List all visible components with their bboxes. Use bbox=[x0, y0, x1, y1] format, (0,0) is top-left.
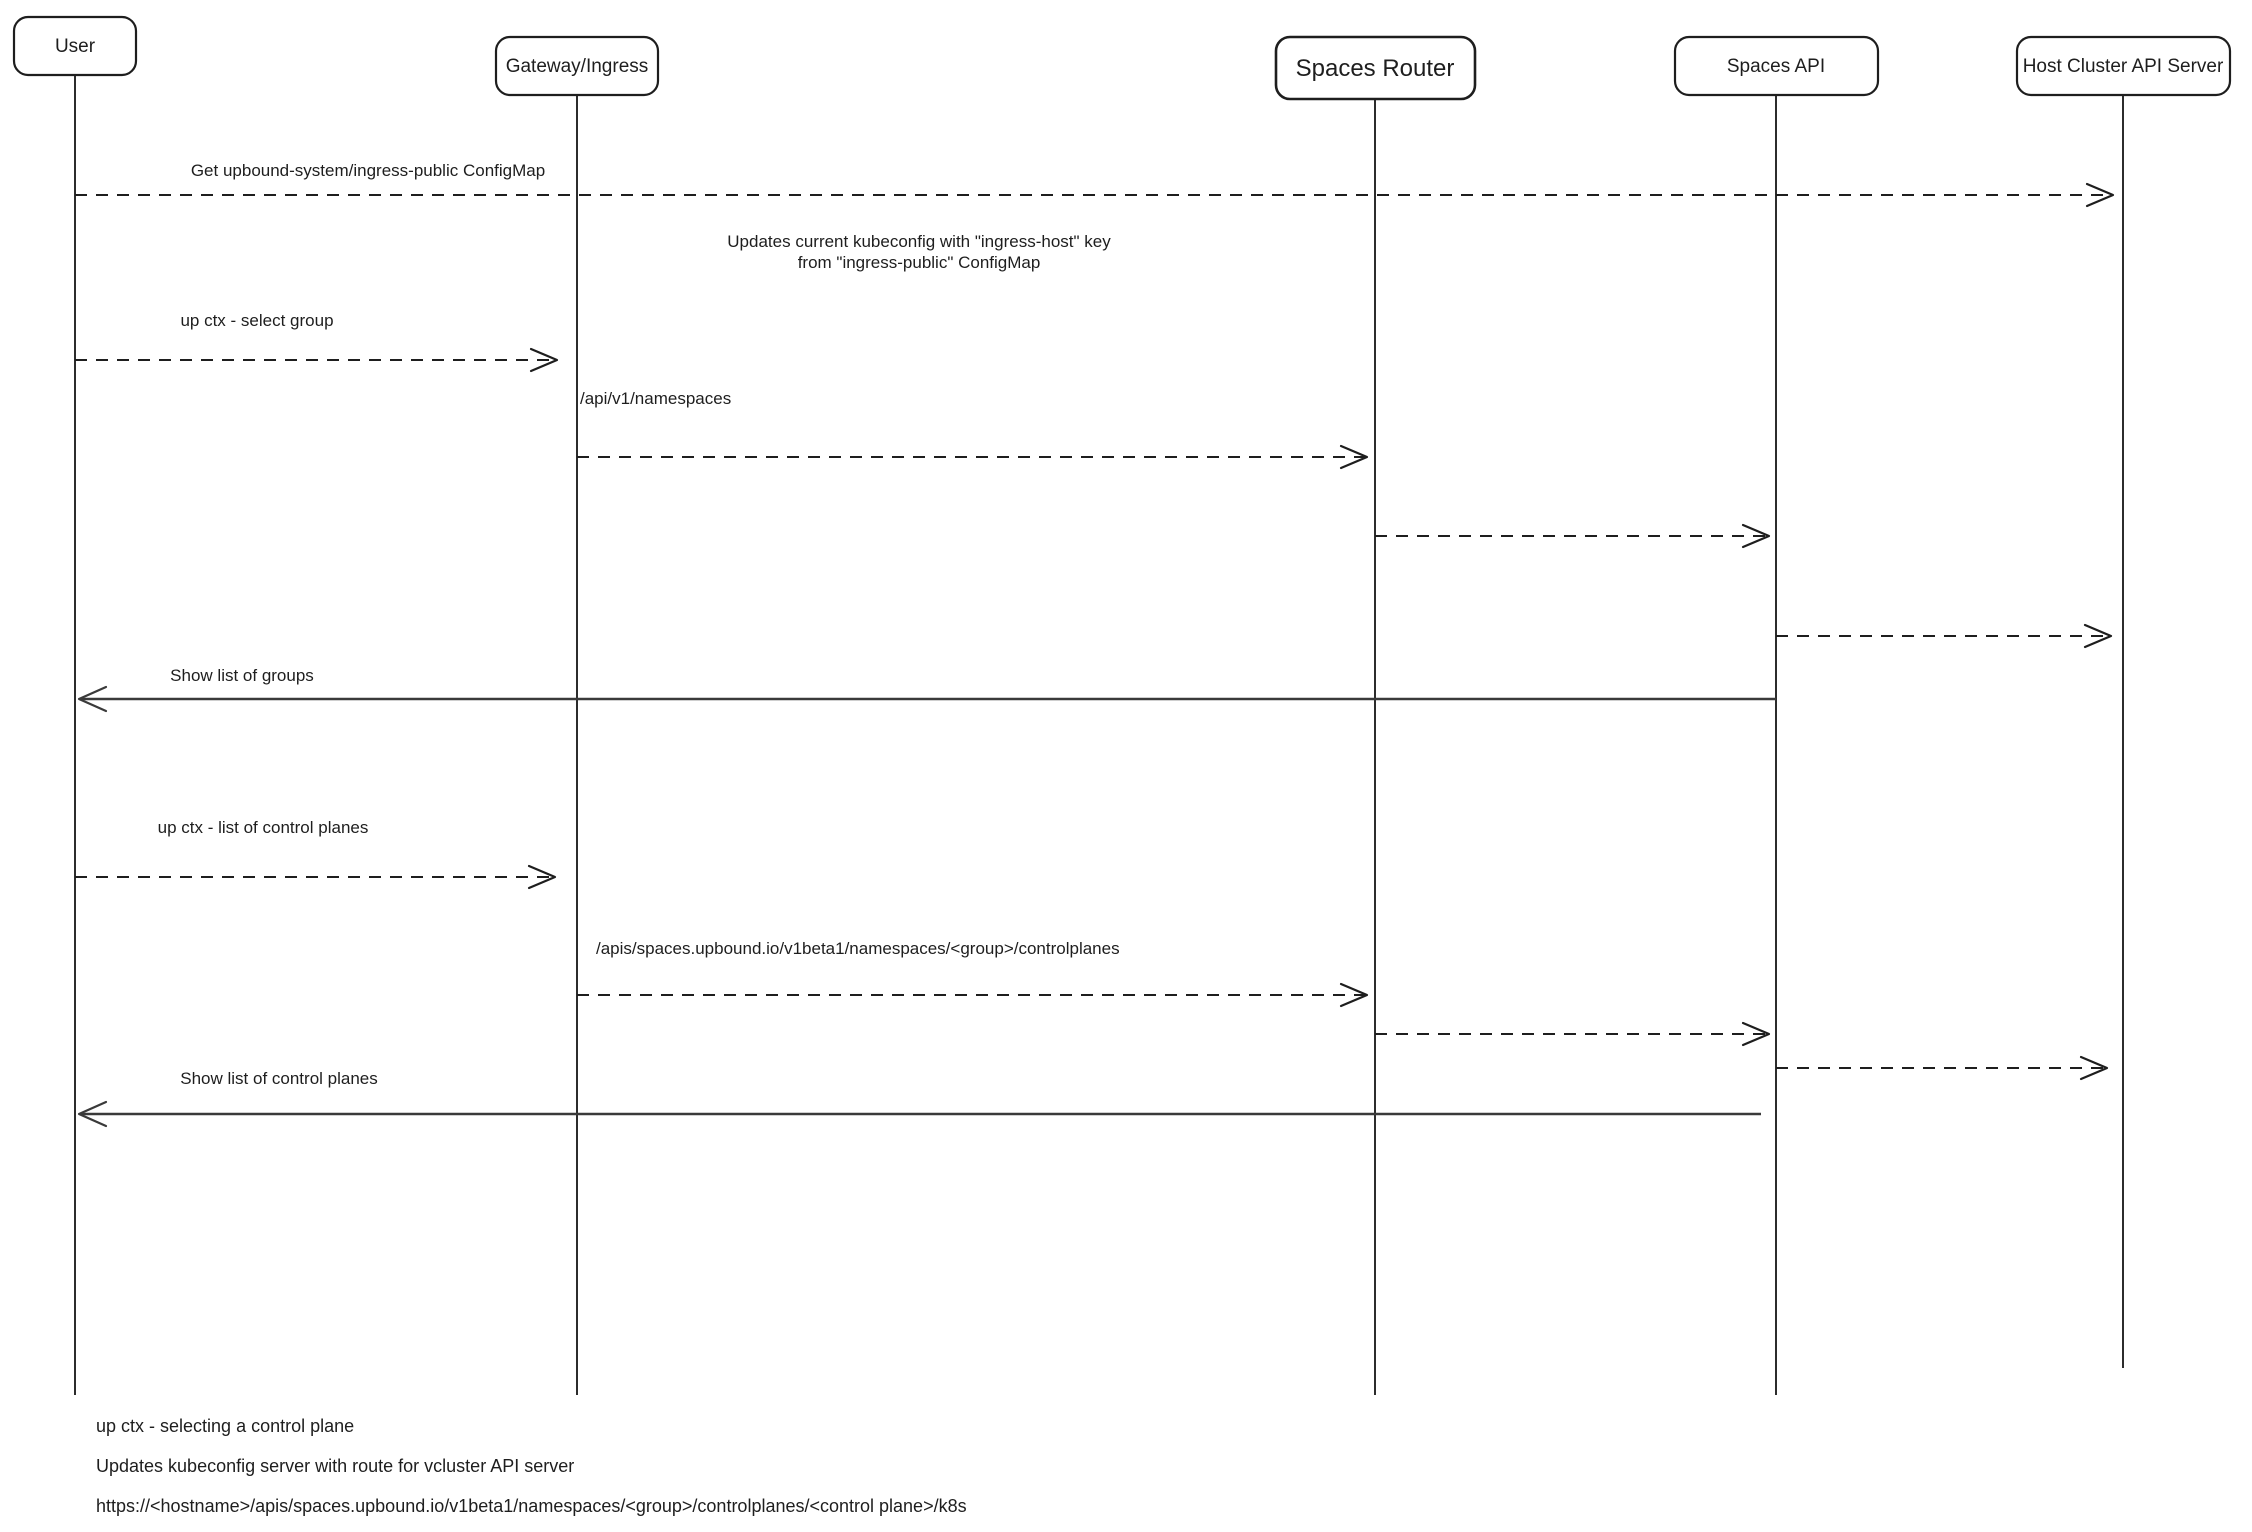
actor-label-spaces-api: Spaces API bbox=[1727, 56, 1825, 77]
actor-host-cluster-api-server: Host Cluster API Server bbox=[2015, 35, 2232, 97]
actor-spaces-router: Spaces Router bbox=[1274, 35, 1477, 101]
message-label-api-controlplanes: /apis/spaces.upbound.io/v1beta1/namespac… bbox=[596, 939, 1120, 958]
actor-label-spaces-router: Spaces Router bbox=[1296, 55, 1455, 82]
actor-label-user: User bbox=[55, 36, 96, 57]
footer-note-vcluster-url: https://<hostname>/apis/spaces.upbound.i… bbox=[96, 1496, 967, 1516]
note-line-1: Updates current kubeconfig with "ingress… bbox=[727, 232, 1111, 251]
actor-label-host-cluster-api-server: Host Cluster API Server bbox=[2023, 56, 2224, 77]
actor-label-gateway-ingress: Gateway/Ingress bbox=[506, 56, 649, 77]
note-update-kubeconfig: Updates current kubeconfig with "ingress… bbox=[727, 232, 1111, 272]
actor-spaces-api: Spaces API bbox=[1673, 35, 1880, 97]
actor-gateway-ingress: Gateway/Ingress bbox=[494, 35, 660, 97]
note-line-2: from "ingress-public" ConfigMap bbox=[798, 253, 1041, 272]
message-label-show-groups: Show list of groups bbox=[170, 666, 314, 685]
footer-note-selecting-control-plane: up ctx - selecting a control plane bbox=[96, 1416, 354, 1436]
actor-box-user bbox=[12, 15, 138, 77]
message-label-select-group: up ctx - select group bbox=[180, 311, 333, 330]
actor-box-spaces-api bbox=[1673, 35, 1880, 97]
actor-box-gateway-ingress bbox=[494, 35, 660, 97]
footer-notes: up ctx - selecting a control plane Updat… bbox=[96, 1416, 967, 1516]
actor-user: User bbox=[12, 15, 138, 77]
actor-box-spaces-router bbox=[1274, 35, 1477, 101]
message-label-list-control-planes: up ctx - list of control planes bbox=[158, 818, 369, 837]
footer-note-updates-kubeconfig: Updates kubeconfig server with route for… bbox=[96, 1456, 574, 1476]
actor-box-host-cluster-api-server bbox=[2015, 35, 2232, 97]
message-label-get-configmap: Get upbound-system/ingress-public Config… bbox=[191, 161, 545, 180]
message-label-show-control-planes: Show list of control planes bbox=[180, 1069, 378, 1088]
message-label-api-namespaces: /api/v1/namespaces bbox=[580, 389, 731, 408]
